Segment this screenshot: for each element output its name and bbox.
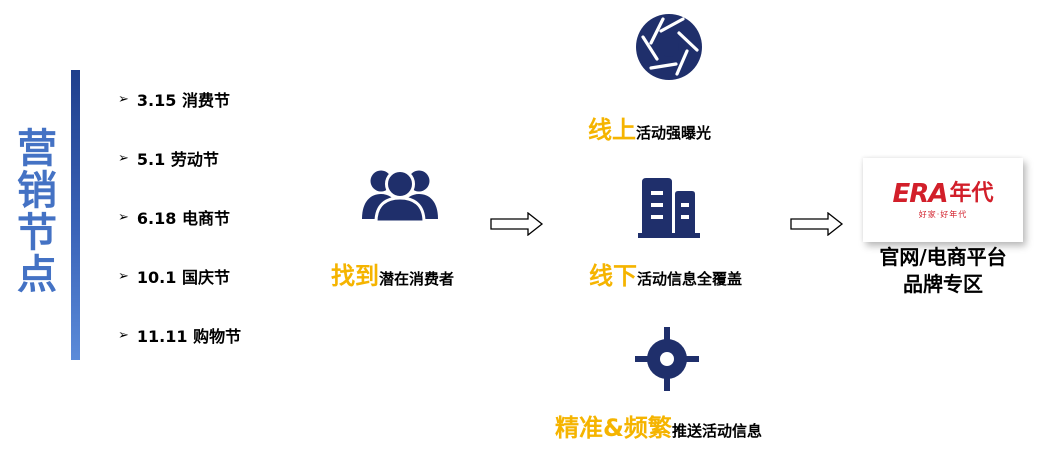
destination-line: 官网/电商平台 xyxy=(879,245,1007,269)
target-icon xyxy=(634,326,700,392)
vertical-title-char: 销 xyxy=(17,168,57,214)
vertical-title-char: 节 xyxy=(17,210,57,256)
vertical-title-char: 营 xyxy=(17,126,57,172)
building-icon xyxy=(638,176,700,238)
destination-line: 品牌专区 xyxy=(903,272,983,296)
find-text: 潜在消费者 xyxy=(379,270,455,288)
festival-item: ➢ 11.11 购物节 xyxy=(118,323,241,347)
precision-highlight: 精准&频繁 xyxy=(555,414,672,442)
festival-item: ➢ 5.1 劳动节 xyxy=(118,146,219,170)
brand-logo: ERA 年代 好家·好年代 xyxy=(863,158,1023,242)
offline-text: 活动信息全覆盖 xyxy=(637,270,743,288)
users-icon xyxy=(358,165,442,223)
vertical-divider-bar xyxy=(71,70,80,360)
camera-shutter-icon xyxy=(634,12,704,82)
bullet-arrow-icon: ➢ xyxy=(118,150,129,166)
brand-slogan: 好家·好年代 xyxy=(918,209,968,219)
precision-label: 精准&频繁 推送活动信息 xyxy=(555,408,762,443)
festival-label: 10.1 国庆节 xyxy=(136,268,230,287)
offline-highlight: 线下 xyxy=(589,262,637,290)
brand-logo-cn: 年代 xyxy=(949,180,994,206)
precision-text: 推送活动信息 xyxy=(671,422,762,440)
vertical-title-char: 点 xyxy=(17,252,57,298)
online-label: 线上 活动强曝光 xyxy=(588,110,711,145)
brand-logo-latin: ERA xyxy=(892,178,949,209)
festival-label: 6.18 电商节 xyxy=(136,209,230,228)
bullet-arrow-icon: ➢ xyxy=(118,327,129,343)
festival-label: 5.1 劳动节 xyxy=(136,150,219,169)
brand-logo-mark: ERA 年代 xyxy=(893,181,994,207)
festival-label: 11.11 购物节 xyxy=(136,327,242,346)
online-text: 活动强曝光 xyxy=(636,124,712,142)
festival-item: ➢ 6.18 电商节 xyxy=(118,205,230,229)
bullet-arrow-icon: ➢ xyxy=(118,91,129,107)
online-highlight: 线上 xyxy=(588,116,636,144)
find-label: 找到 潜在消费者 xyxy=(331,256,454,291)
flow-arrow-icon xyxy=(490,212,544,236)
destination-text: 官网/电商平台 品牌专区 xyxy=(863,244,1023,298)
offline-label: 线下 活动信息全覆盖 xyxy=(589,256,742,291)
festival-item: ➢ 10.1 国庆节 xyxy=(118,264,230,288)
find-highlight: 找到 xyxy=(331,262,379,290)
vertical-title: 营 销 节 点 xyxy=(14,128,60,296)
bullet-arrow-icon: ➢ xyxy=(118,268,129,284)
flow-arrow-icon xyxy=(790,212,844,236)
bullet-arrow-icon: ➢ xyxy=(118,209,129,225)
festival-label: 3.15 消费节 xyxy=(136,91,230,110)
festival-item: ➢ 3.15 消费节 xyxy=(118,87,230,111)
